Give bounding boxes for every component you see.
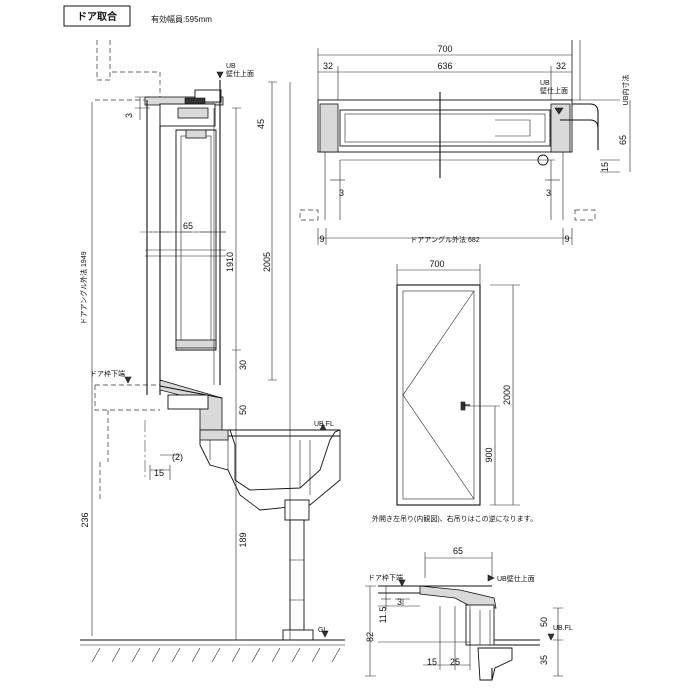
plan-dim-9b: 9 bbox=[564, 234, 569, 244]
detail-dim-82: 82 bbox=[365, 632, 375, 642]
section-frame-outer-label: ドアアングル外法 1949 bbox=[79, 251, 88, 324]
plan-dim-700: 700 bbox=[437, 44, 452, 54]
detail-dim-35: 35 bbox=[539, 655, 549, 665]
detail-dim-25: 25 bbox=[450, 657, 460, 667]
header: ドア取合 有効幅員:595mm bbox=[63, 5, 212, 27]
plan-ub-inner-label: UB内寸法 bbox=[621, 75, 630, 106]
section-dim-2005: 2005 bbox=[262, 252, 272, 272]
section-dim-236: 236 bbox=[80, 512, 90, 527]
elevation-note: 外開き左吊り(内観図)、右吊りはこの逆になります。 bbox=[372, 514, 537, 523]
section-dim-15: 15 bbox=[154, 468, 164, 478]
section-dim-1910: 1910 bbox=[225, 252, 235, 272]
plan-dim-3a: 3 bbox=[339, 188, 344, 198]
section-dim-189: 189 bbox=[238, 532, 248, 547]
section-door-frame-bottom-label: ドア枠下端 bbox=[90, 369, 125, 378]
detail-dim-11-5: 11.5 bbox=[378, 607, 388, 624]
plan-dim-65: 65 bbox=[618, 135, 628, 145]
plan-dim-15: 15 bbox=[600, 162, 610, 172]
detail-dim-65: 65 bbox=[453, 546, 463, 556]
section-dim-3: 3 bbox=[124, 113, 134, 118]
elevation-width: 700 bbox=[429, 259, 444, 269]
section-gl-label: GL bbox=[318, 627, 327, 634]
title-box bbox=[63, 5, 131, 27]
section-dim-2: (2) bbox=[172, 452, 183, 462]
detail-door-frame-bottom-label: ドア枠下端 bbox=[368, 573, 403, 582]
title-text: ドア取合 bbox=[77, 10, 118, 23]
elevation-height: 2000 bbox=[502, 385, 512, 405]
section-dim-45: 45 bbox=[256, 119, 266, 129]
plan-dim-636: 636 bbox=[437, 61, 452, 71]
plan-dim-9a: 9 bbox=[319, 234, 324, 244]
section-dim-50: 50 bbox=[238, 405, 248, 415]
elevation-handle-height: 900 bbox=[484, 447, 494, 462]
detail-ub-fl-label: UB.FL bbox=[553, 625, 573, 632]
section-dim-30: 30 bbox=[238, 360, 248, 370]
plan-frame-outer-label: ドアアングル外法 682 bbox=[410, 235, 479, 244]
plan-dim-32b: 32 bbox=[556, 61, 566, 71]
effective-width-text: 有効幅員:595mm bbox=[151, 14, 212, 24]
detail-dim-3: 3 bbox=[397, 597, 402, 607]
detail-dim-15: 15 bbox=[427, 657, 437, 667]
section-ub-fl-label: UB.FL bbox=[314, 421, 334, 428]
detail-dim-50: 50 bbox=[539, 617, 549, 627]
sill-detail: 65 ドア枠下端 UB壁仕上面 3 11.5 82 50 UB.FL 35 15… bbox=[365, 546, 573, 681]
door-elevation: 700 2000 900 外開き左吊り(内観図)、右吊りはこの逆になります。 bbox=[372, 259, 537, 523]
plan-dim-3b: 3 bbox=[546, 188, 551, 198]
detail-ub-wall-top-label: UB壁仕上面 bbox=[497, 574, 535, 583]
plan-dim-32a: 32 bbox=[323, 61, 333, 71]
section-dim-65: 65 bbox=[183, 221, 193, 231]
